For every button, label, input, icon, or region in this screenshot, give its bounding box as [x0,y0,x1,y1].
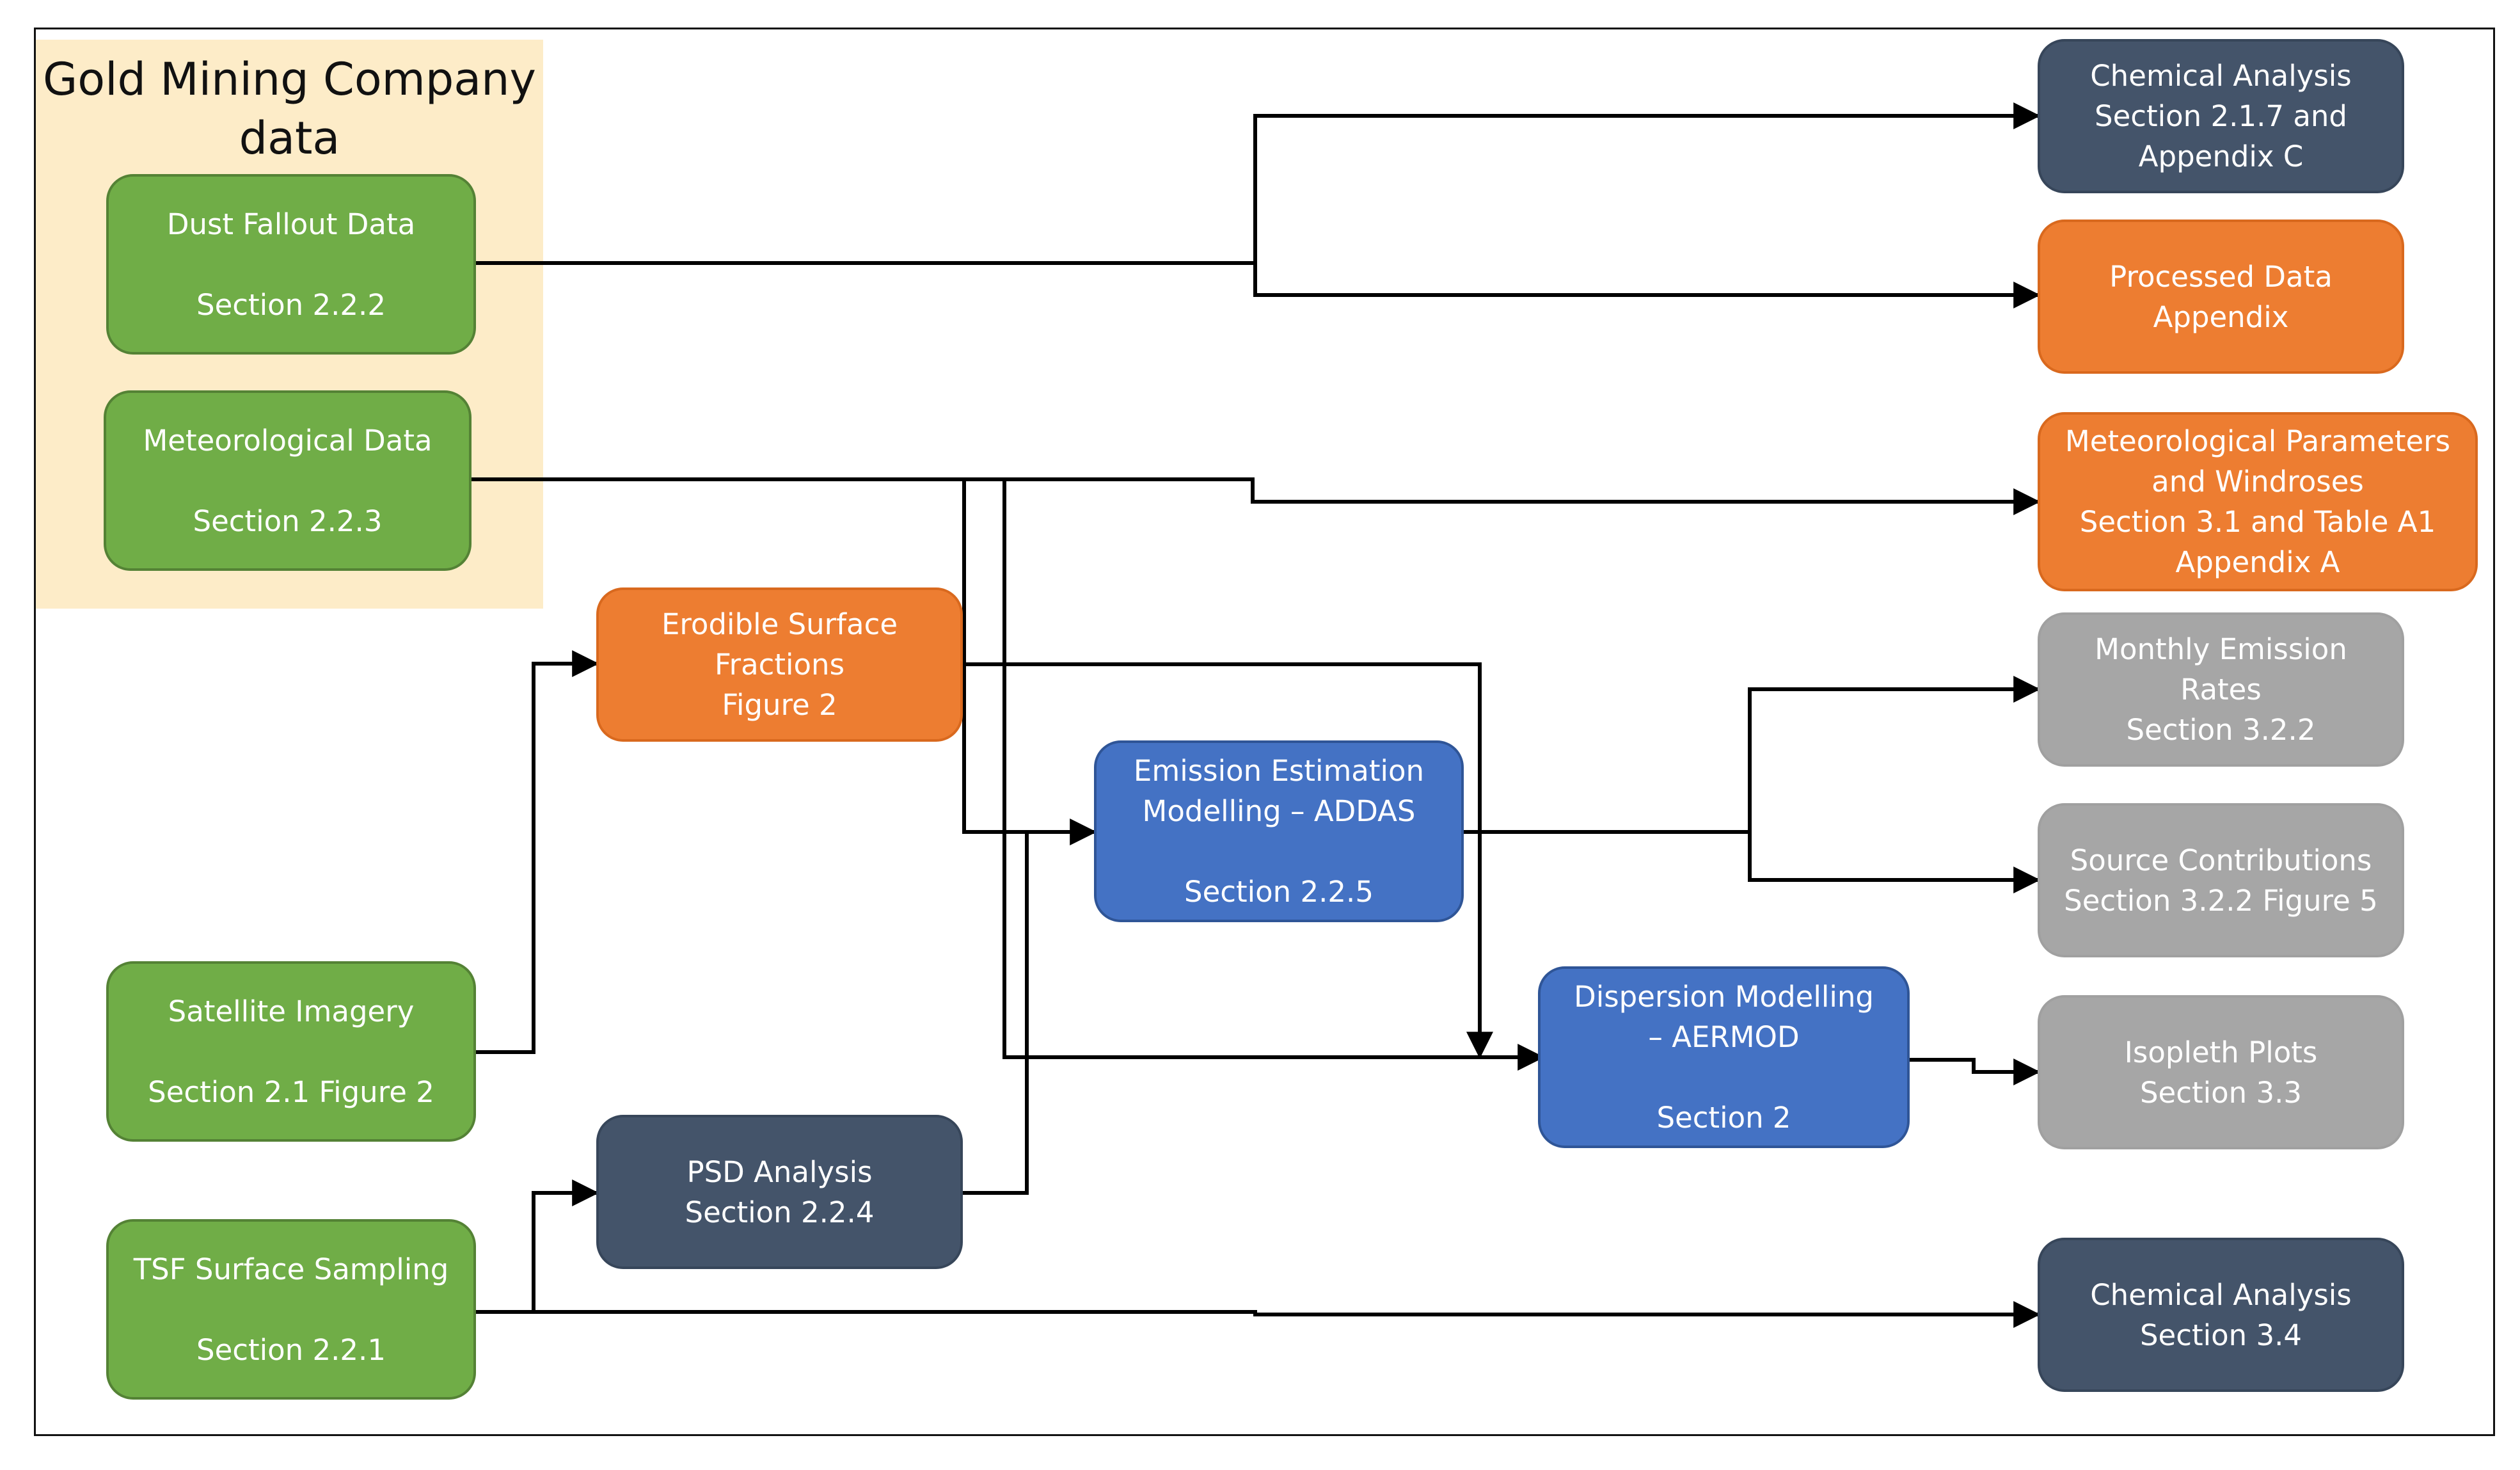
group-title-line-2: data [239,112,340,164]
node-dust-fallout-data-line-2: Section 2.2.2 [196,287,386,322]
node-dispersion-line-2: – AERMOD [1648,1020,1800,1054]
node-satellite-imagery-line-1: Satellite Imagery [168,994,415,1028]
node-chem-c-line-1: Chemical Analysis [2090,59,2352,93]
node-source-contributions: Source Contributions Section 3.2.2 Figur… [2038,803,2404,957]
group-title-line-1: Gold Mining Company [43,53,536,106]
node-tsf-surface-sampling: TSF Surface Sampling Section 2.2.1 [106,1219,476,1400]
group-title: Gold Mining Company data [36,50,543,168]
connector-met-to-met-params [470,477,2041,515]
node-met-params-line-2: and Windroses [2152,465,2364,499]
connector-erodible-to-dispersion [963,662,1493,1059]
connector-met-to-dispersion [1002,479,1545,1071]
node-processed-line-1: Processed Data [2109,259,2333,294]
node-emission-line-2: Modelling – ADDAS [1142,794,1416,828]
node-dispersion-modelling: Dispersion Modelling – AERMOD Section 2 [1538,966,1910,1148]
node-monthly-line-2: Rates [2180,673,2262,707]
node-isopleth-line-1: Isopleth Plots [2124,1035,2318,1069]
diagram-frame [34,28,2495,1436]
node-monthly-emission-rates: Monthly Emission Rates Section 3.2.2 [2038,612,2404,767]
node-chem-34-line-2: Section 3.4 [2139,1318,2302,1352]
node-monthly-line-3: Section 3.2.2 [2126,713,2316,747]
node-tsf-surface-sampling-line-1: TSF Surface Sampling [133,1252,449,1286]
node-meteorological-parameters: Meteorological Parameters and Windroses … [2038,412,2478,591]
node-psd-analysis: PSD Analysis Section 2.2.4 [596,1115,963,1269]
connector-met-to-emission [962,479,1097,845]
node-emission-line-3: Section 2.2.5 [1184,875,1374,909]
connector-emission-to-source [1748,832,2041,893]
node-isopleth-line-2: Section 3.3 [2139,1075,2302,1110]
node-erodible-line-3: Figure 2 [722,688,837,722]
node-met-params-line-1: Meteorological Parameters [2064,424,2451,458]
connector-psd-to-emission [963,832,1029,1195]
node-chemical-analysis-appendix-c: Chemical Analysis Section 2.1.7 and Appe… [2038,39,2404,193]
node-chem-c-line-2: Section 2.1.7 and [2095,99,2347,133]
node-erodible-line-1: Erodible Surface [661,607,898,641]
connector-dispersion-to-isopleth [1910,1058,2041,1085]
node-psd-analysis-line-1: PSD Analysis [686,1154,873,1189]
connector-emission-to-monthly [1464,676,2041,834]
node-psd-analysis-line-2: Section 2.2.4 [685,1195,875,1229]
node-emission-line-1: Emission Estimation [1133,754,1425,788]
node-satellite-imagery-line-2: Section 2.1 Figure 2 [148,1075,434,1109]
node-meteorological-data: Meteorological Data Section 2.2.3 [104,390,472,571]
node-meteorological-data-line-1: Meteorological Data [143,423,432,458]
node-isopleth-plots: Isopleth Plots Section 3.3 [2038,995,2404,1149]
connector-tsf-to-psd [532,1179,599,1312]
node-dispersion-line-1: Dispersion Modelling [1574,980,1874,1014]
node-chem-c-line-3: Appendix C [2138,140,2304,173]
node-dispersion-line-3: Section 2 [1656,1101,1791,1135]
node-processed-data: Processed Data Appendix [2038,220,2404,374]
node-source-line-2: Section 3.2.2 Figure 5 [2064,883,2378,918]
node-chemical-analysis-section-3-4: Chemical Analysis Section 3.4 [2038,1238,2404,1392]
connector-dust-to-processed [1253,263,2041,308]
node-tsf-surface-sampling-line-2: Section 2.2.1 [196,1332,386,1367]
node-met-params-line-3: Section 3.1 and Table A1 [2079,505,2436,539]
node-chem-34-line-1: Chemical Analysis [2090,1277,2352,1312]
connector-dust-to-chemical-c [475,102,2041,265]
node-meteorological-data-line-2: Section 2.2.3 [193,504,383,538]
connector-satellite-to-erodible [475,650,599,1054]
node-monthly-line-1: Monthly Emission [2095,632,2347,666]
node-met-params-line-4: Appendix A [2175,545,2340,579]
node-dust-fallout-data-line-1: Dust Fallout Data [166,207,416,241]
node-erodible-surface-fractions: Erodible Surface Fractions Figure 2 [596,587,963,742]
node-source-line-1: Source Contributions [2070,843,2372,877]
node-satellite-imagery: Satellite Imagery Section 2.1 Figure 2 [106,961,476,1142]
connector-tsf-to-chemical-34 [475,1301,2041,1328]
node-erodible-line-2: Fractions [714,648,845,682]
node-emission-estimation-modelling: Emission Estimation Modelling – ADDAS Se… [1094,740,1464,922]
node-dust-fallout-data: Dust Fallout Data Section 2.2.2 [106,174,476,355]
node-processed-line-2: Appendix [2153,300,2289,334]
